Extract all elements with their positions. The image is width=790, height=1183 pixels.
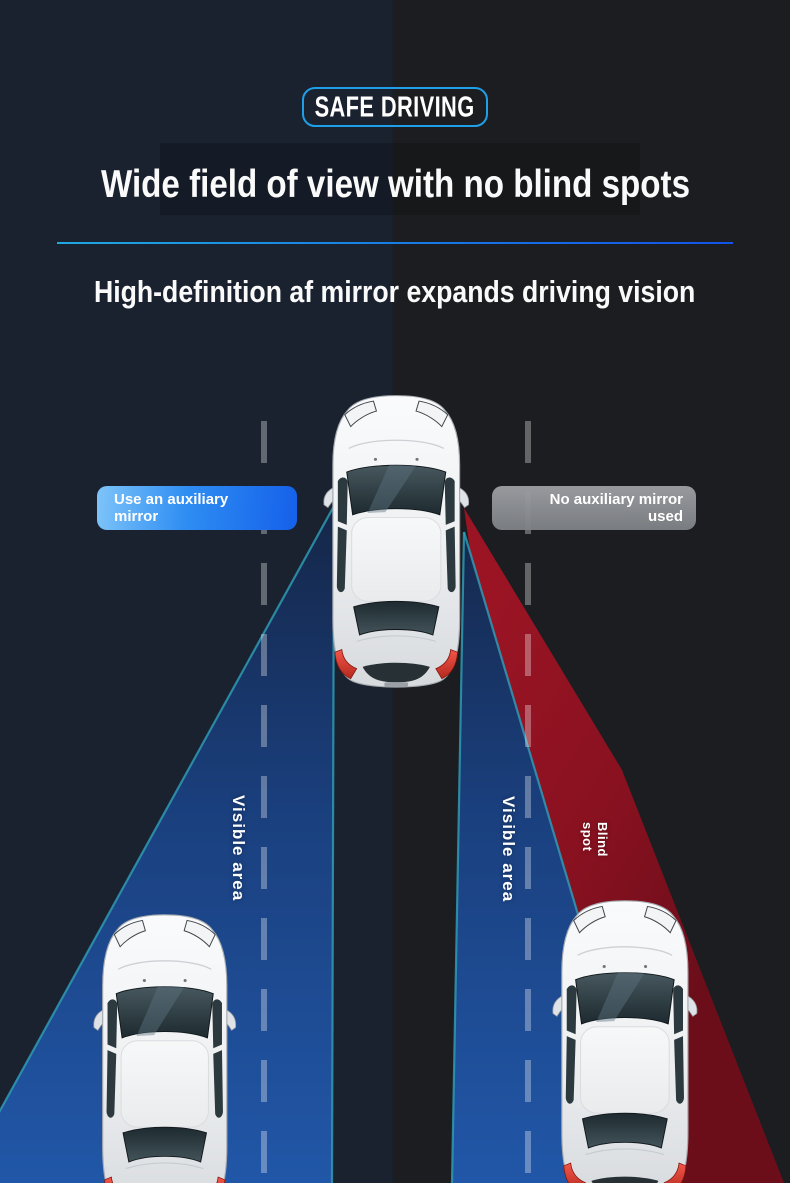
blind-spot-label: Blind spot	[580, 822, 610, 857]
no-auxiliary-mirror-label: No auxiliary mirror used	[492, 486, 696, 530]
car-top-view-bottom-left	[93, 914, 237, 1183]
sub-headline-text: High-definition af mirror expands drivin…	[94, 274, 696, 309]
safe-driving-badge-text: SAFE DRIVING	[315, 90, 476, 123]
car-top-view-main	[323, 394, 470, 688]
car-top-view-bottom-right	[552, 900, 698, 1183]
sub-headline: High-definition af mirror expands drivin…	[0, 271, 790, 313]
accent-divider	[57, 242, 733, 244]
visible-area-label-right: Visible area	[499, 796, 518, 903]
safe-driving-badge: SAFE DRIVING	[302, 87, 488, 127]
visible-area-label-left: Visible area	[229, 795, 248, 902]
use-auxiliary-mirror-label: Use an auxiliary mirror	[97, 486, 297, 530]
main-headline-text: Wide field of view with no blind spots	[100, 163, 690, 206]
main-headline: Wide field of view with no blind spots	[0, 160, 790, 210]
